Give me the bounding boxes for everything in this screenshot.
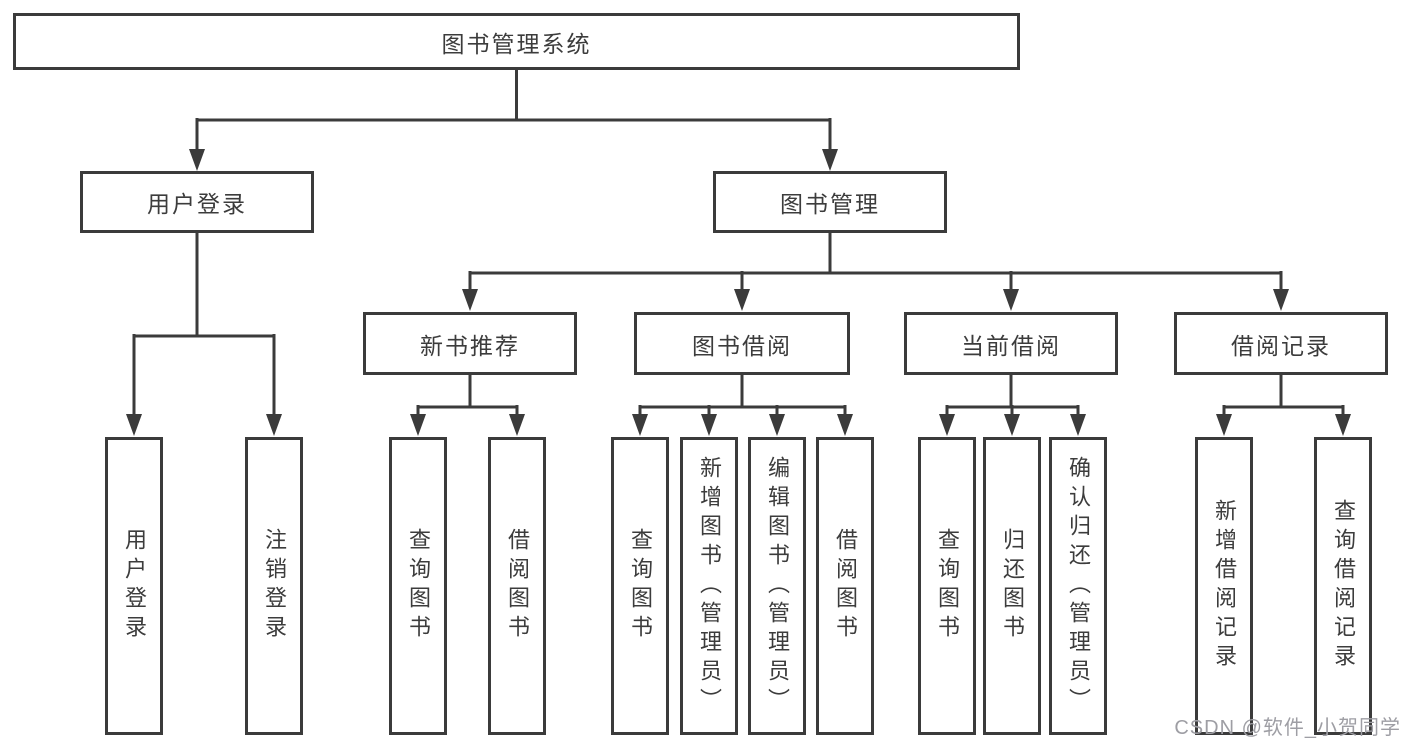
leaf-current-confirm-return-admin: 确认归还（管理员） xyxy=(1049,437,1107,735)
leaf-query-borrow-record: 查询借阅记录 xyxy=(1314,437,1372,735)
leaf-newbook-query-books-label: 查询图书 xyxy=(406,528,431,644)
leaf-add-borrow-record: 新增借阅记录 xyxy=(1195,437,1253,735)
csdn-watermark: CSDN @软件_小贺同学 xyxy=(1174,717,1401,739)
leaf-borrowing-borrow-books-label: 借阅图书 xyxy=(833,528,858,644)
leaf-logout-label: 注销登录 xyxy=(262,528,287,644)
leaf-borrowing-query-books-label: 查询图书 xyxy=(628,528,653,644)
leaf-borrowing-edit-books-admin-label: 编辑图书（管理员） xyxy=(765,455,790,717)
leaf-borrowing-add-books-admin: 新增图书（管理员） xyxy=(680,437,738,735)
leaf-borrowing-borrow-books: 借阅图书 xyxy=(816,437,874,735)
node-book-management: 图书管理 xyxy=(713,171,947,233)
leaf-user-login-label: 用户登录 xyxy=(122,528,147,644)
leaf-user-login: 用户登录 xyxy=(105,437,163,735)
leaf-logout: 注销登录 xyxy=(245,437,303,735)
leaf-current-return-books-label: 归还图书 xyxy=(1000,528,1025,644)
leaf-current-query-books-label: 查询图书 xyxy=(935,528,960,644)
node-library-management-system: 图书管理系统 xyxy=(13,13,1020,70)
leaf-borrowing-query-books: 查询图书 xyxy=(611,437,669,735)
tree-edges xyxy=(132,68,1345,416)
leaf-borrowing-edit-books-admin: 编辑图书（管理员） xyxy=(748,437,806,735)
leaf-newbook-borrow-books-label: 借阅图书 xyxy=(505,528,530,644)
leaf-newbook-query-books: 查询图书 xyxy=(389,437,447,735)
node-user-login: 用户登录 xyxy=(80,171,314,233)
node-current-borrowing: 当前借阅 xyxy=(904,312,1118,375)
node-borrowing-records: 借阅记录 xyxy=(1174,312,1388,375)
leaf-newbook-borrow-books: 借阅图书 xyxy=(488,437,546,735)
node-book-borrowing: 图书借阅 xyxy=(634,312,850,375)
leaf-borrowing-add-books-admin-label: 新增图书（管理员） xyxy=(697,455,722,717)
leaf-current-confirm-return-admin-label: 确认归还（管理员） xyxy=(1066,455,1091,717)
leaf-query-borrow-record-label: 查询借阅记录 xyxy=(1331,499,1356,673)
leaf-add-borrow-record-label: 新增借阅记录 xyxy=(1212,499,1237,673)
leaf-current-query-books: 查询图书 xyxy=(918,437,976,735)
arrowheads xyxy=(126,149,1351,436)
leaf-current-return-books: 归还图书 xyxy=(983,437,1041,735)
node-new-book-recommendation: 新书推荐 xyxy=(363,312,577,375)
